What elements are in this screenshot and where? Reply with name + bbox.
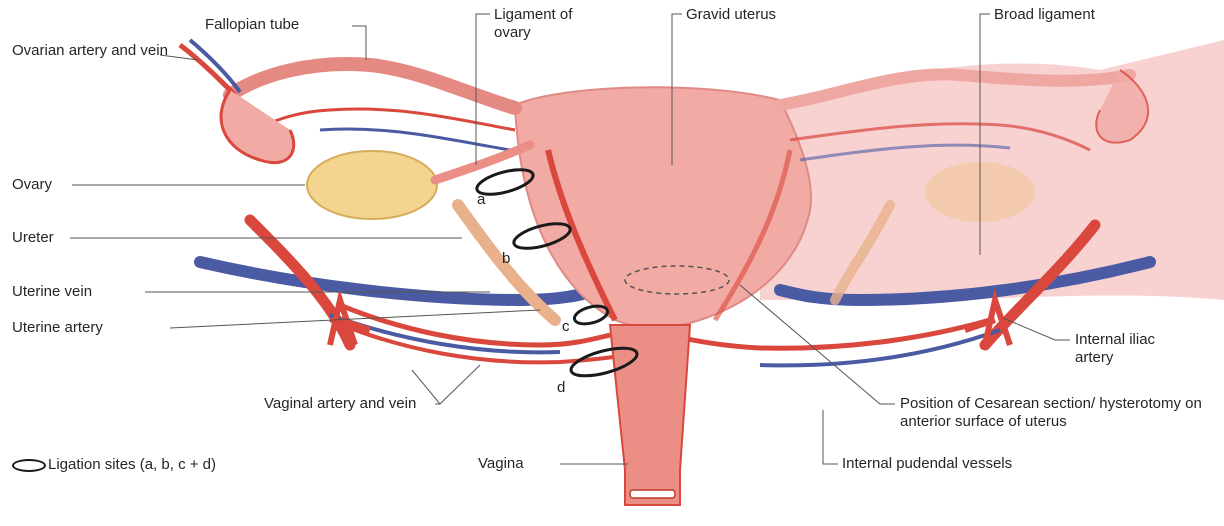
label-internal-iliac-artery: Internal iliac artery xyxy=(1075,331,1185,367)
fimbriae-left xyxy=(221,90,294,163)
label-fallopian-tube: Fallopian tube xyxy=(205,16,299,34)
label-broad-ligament: Broad ligament xyxy=(994,6,1095,24)
label-ovary: Ovary xyxy=(12,176,52,194)
ligament-of-ovary-shape xyxy=(435,145,530,180)
label-ligament-of-ovary: Ligament of ovary xyxy=(494,6,604,42)
label-gravid-uterus: Gravid uterus xyxy=(686,6,776,24)
vaginal-opening xyxy=(630,490,675,498)
ligation-letter-c: c xyxy=(562,318,570,335)
ovarian-veins-left xyxy=(190,40,240,92)
ligation-legend-ring-icon xyxy=(12,459,46,472)
legend-ligation-sites: Ligation sites (a, b, c + d) xyxy=(48,456,216,474)
ligation-letter-b: b xyxy=(502,250,510,267)
ovarian-vessels-left xyxy=(180,45,235,95)
ligation-letter-d: d xyxy=(557,379,565,396)
label-uterine-artery: Uterine artery xyxy=(12,319,103,337)
label-ovarian-artery-vein: Ovarian artery and vein xyxy=(12,42,172,60)
uterine-artery-right xyxy=(670,320,990,348)
label-uterine-vein: Uterine vein xyxy=(12,283,92,301)
leader-fallopian xyxy=(352,26,366,60)
vagina-shape xyxy=(610,325,690,505)
left-fallopian-tube xyxy=(230,64,515,108)
label-vagina: Vagina xyxy=(478,455,524,473)
iliac-vein-left xyxy=(200,262,600,300)
leader-pudendal xyxy=(823,410,838,464)
left-tube-veins xyxy=(320,129,510,150)
ligation-letter-a: a xyxy=(477,191,486,208)
label-internal-pudendal: Internal pudendal vessels xyxy=(842,455,1012,473)
left-ovary xyxy=(307,151,437,219)
ligation-ring-c xyxy=(573,303,610,327)
label-cesarean-position: Position of Cesarean section/ hysterotom… xyxy=(900,395,1220,431)
label-vaginal-artery-vein: Vaginal artery and vein xyxy=(264,395,434,413)
label-ureter: Ureter xyxy=(12,229,54,247)
